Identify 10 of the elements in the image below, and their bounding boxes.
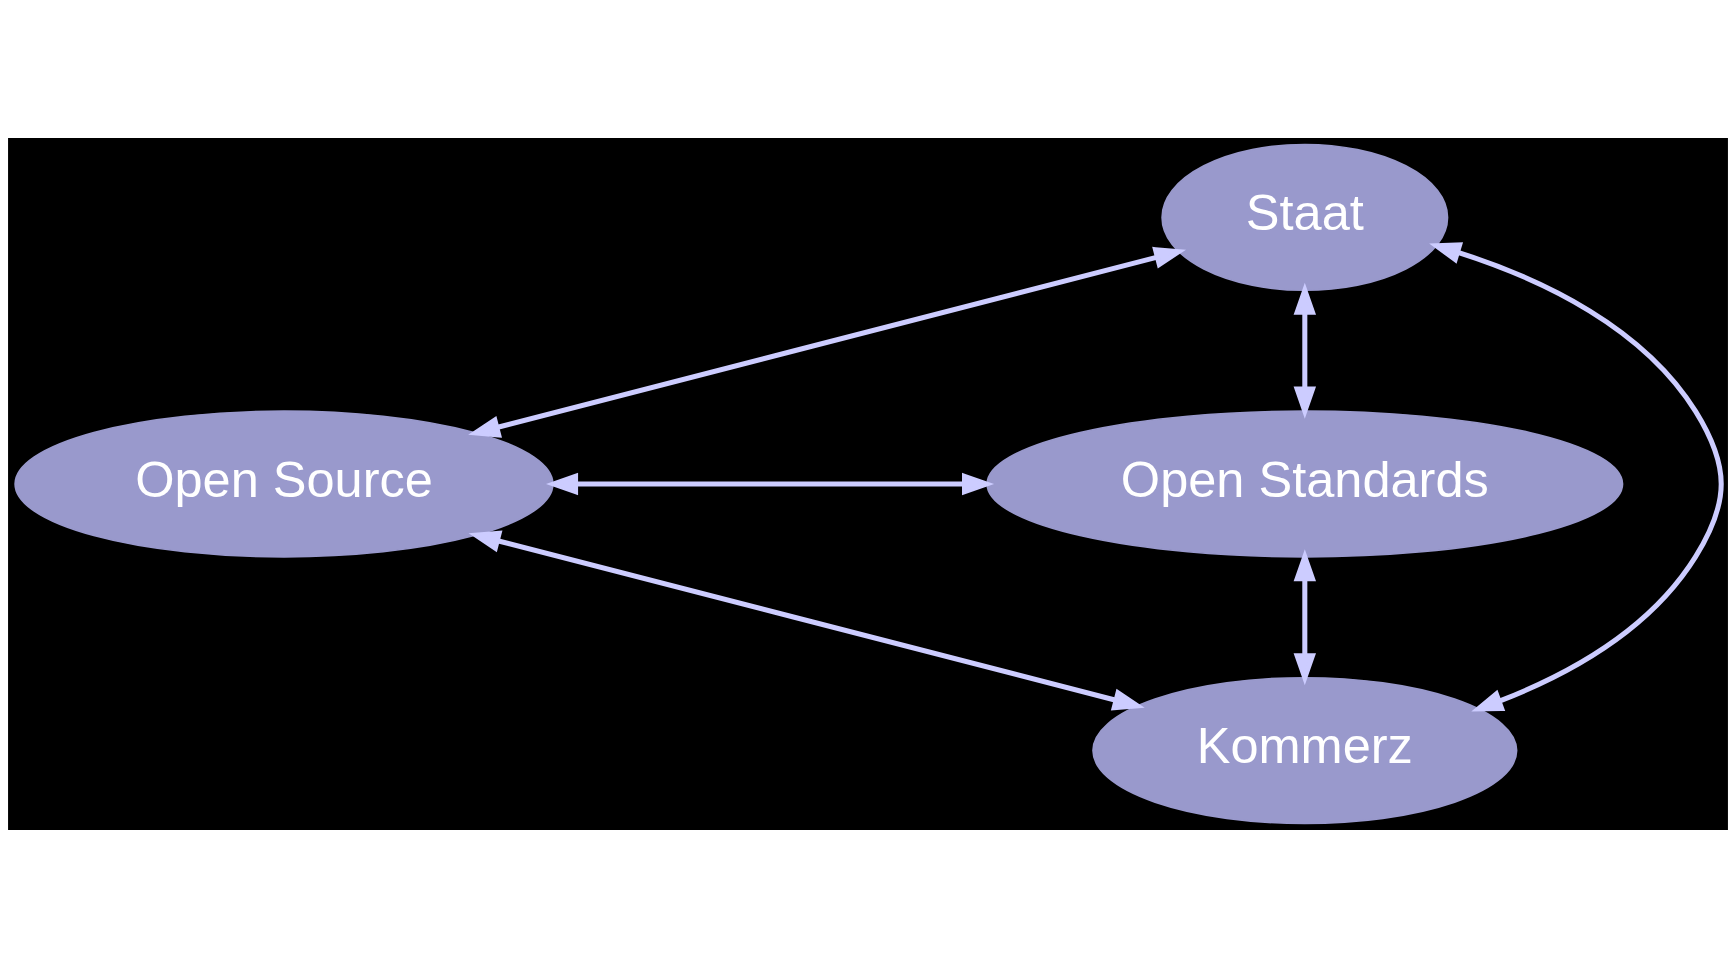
- arrow: [468, 246, 1186, 438]
- node-ellipse: Kommerz: [1092, 676, 1518, 825]
- arrow: [1293, 549, 1317, 686]
- arrow: [468, 530, 1145, 711]
- arrow: [1293, 282, 1317, 419]
- arrow: [546, 472, 995, 496]
- node-ellipse: Open Standards: [986, 410, 1624, 558]
- arrow: [1429, 242, 1724, 712]
- node-ellipse: Open Source: [14, 410, 554, 558]
- node-ellipse: Staat: [1161, 143, 1449, 292]
